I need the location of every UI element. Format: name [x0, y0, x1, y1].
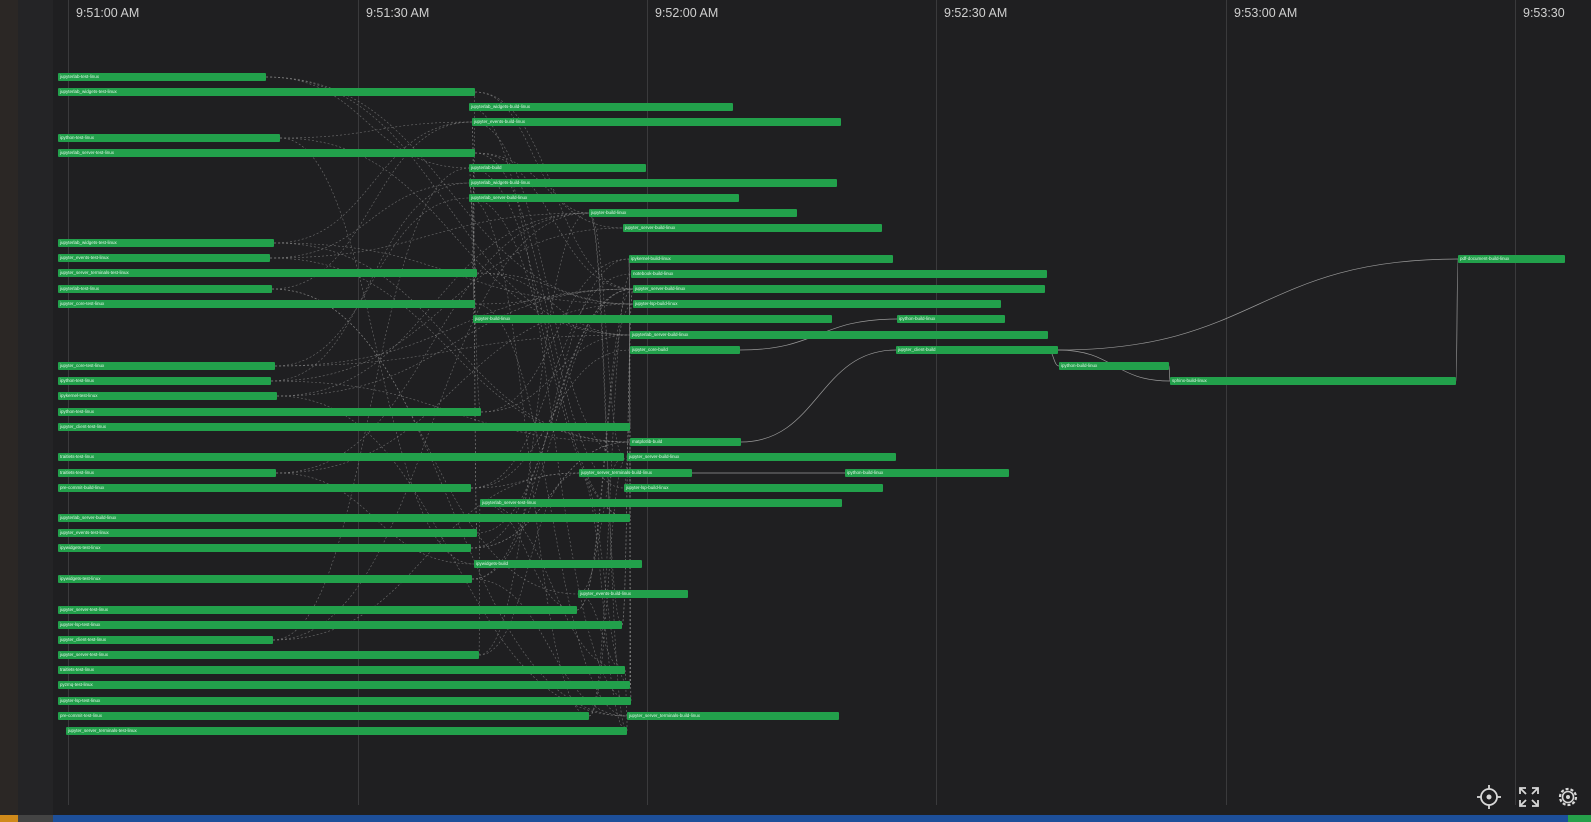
status-bar-left-segment: [0, 815, 18, 822]
job-bar[interactable]: jupyter_server-test-linux: [58, 606, 577, 614]
job-bar[interactable]: jupyter_server-build-linux: [633, 285, 1045, 293]
time-grid-line: [68, 0, 69, 805]
job-bar[interactable]: jupyterlab_widgets-test-linux: [58, 239, 274, 247]
job-bar[interactable]: jupyterlab_widgets-test-linux: [58, 88, 475, 96]
job-bar[interactable]: jupyter_events-test-linux: [58, 254, 270, 262]
job-bar[interactable]: jupyter_server-build-linux: [627, 453, 896, 461]
status-bar: [0, 815, 1591, 822]
time-label: 9:51:30 AM: [366, 6, 430, 20]
time-label: 9:52:30 AM: [944, 6, 1008, 20]
job-bar[interactable]: jupyter_events-build-linux: [578, 590, 688, 598]
job-bar[interactable]: jupyterlab-build: [469, 164, 646, 172]
job-bar[interactable]: jupyter-lsp-build-linux: [624, 484, 883, 492]
crosshair-icon[interactable]: [1476, 784, 1502, 810]
job-bar[interactable]: ipywidgets-test-linux: [58, 544, 471, 552]
job-bar[interactable]: ipython-test-linux: [58, 134, 280, 142]
job-bar[interactable]: ipykernel-test-linux: [58, 392, 277, 400]
job-bar[interactable]: ipython-build-linux: [845, 469, 1009, 477]
job-bar[interactable]: matplotlib-build: [630, 438, 741, 446]
job-bar[interactable]: jupyterlab_widgets-build-linux: [469, 179, 837, 187]
job-bar[interactable]: jupyter_server_terminals-build-linux: [579, 469, 692, 477]
job-bar[interactable]: ipython-test-linux: [58, 408, 481, 416]
job-bar[interactable]: jupyter-build-linux: [589, 209, 797, 217]
time-grid-line: [647, 0, 648, 805]
status-bar-gutter-segment: [18, 815, 53, 822]
job-bar[interactable]: jupyter_client-test-linux: [58, 423, 630, 431]
time-label: 9:52:00 AM: [655, 6, 719, 20]
job-bar[interactable]: traitlets-test-linux: [58, 469, 276, 477]
status-bar-right-segment: [1568, 815, 1591, 822]
job-bar[interactable]: jupyterlab_widgets-build-linux: [469, 103, 733, 111]
time-grid-line: [1226, 0, 1227, 805]
job-bar[interactable]: jupyter_events-test-linux: [58, 529, 477, 537]
job-bar[interactable]: jupyter_server-test-linux: [58, 651, 479, 659]
time-label: 9:53:00 AM: [1234, 6, 1298, 20]
time-grid-line: [936, 0, 937, 805]
job-bar[interactable]: traitlets-test-linux: [58, 666, 625, 674]
job-bar[interactable]: jupyterlab_server-build-linux: [630, 331, 1048, 339]
job-bar[interactable]: jupyter_events-build-linux: [472, 118, 841, 126]
job-bar[interactable]: ipython-build-linux: [897, 315, 1005, 323]
job-bar[interactable]: ipykernel-build-linux: [629, 255, 893, 263]
job-bar[interactable]: jupyter_server_terminals-test-linux: [66, 727, 627, 735]
job-bar[interactable]: jupyter_server_terminals-test-linux: [58, 269, 477, 277]
job-bar[interactable]: jupyter_client-build: [896, 346, 1058, 354]
job-bar[interactable]: jupyter-lsp-test-linux: [58, 697, 631, 705]
time-label: 9:51:00 AM: [76, 6, 140, 20]
left-edge-strip: [0, 0, 18, 822]
job-bar[interactable]: ipython-test-linux: [58, 377, 271, 385]
job-bar[interactable]: jupyterlab_server-test-linux: [58, 149, 475, 157]
job-bar[interactable]: jupyter_client-test-linux: [58, 636, 273, 644]
job-bar[interactable]: jupyterlab-test-linux: [58, 73, 266, 81]
job-bar[interactable]: jupyterlab_server-build-linux: [58, 514, 630, 522]
job-bar[interactable]: jupyter_core-test-linux: [58, 300, 475, 308]
gear-icon[interactable]: [1555, 784, 1581, 810]
job-bar[interactable]: ipywidgets-build: [474, 560, 642, 568]
job-bar[interactable]: pre-commit-build-linux: [58, 484, 471, 492]
timeline-gutter: [18, 0, 53, 815]
job-bar[interactable]: ipywidgets-test-linux: [58, 575, 472, 583]
time-grid-line: [1515, 0, 1516, 805]
time-label: 9:53:30: [1523, 6, 1565, 20]
job-bar[interactable]: traitlets-test-linux: [58, 453, 624, 461]
job-bar[interactable]: jupyterlab_server-test-linux: [480, 499, 842, 507]
job-bar[interactable]: ipython-build-linux: [1059, 362, 1169, 370]
job-bar[interactable]: jupyter_core-test-linux: [58, 362, 275, 370]
job-bar[interactable]: jupyter_core-build: [630, 346, 740, 354]
job-bar[interactable]: pdf-document-build-linux: [1458, 255, 1565, 263]
expand-icon[interactable]: [1516, 784, 1542, 810]
job-bar[interactable]: pyzmq-test-linux: [58, 681, 630, 689]
job-bar[interactable]: notebook-build-linux: [631, 270, 1047, 278]
job-bar[interactable]: jupyter_server_terminals-build-linux: [627, 712, 839, 720]
job-bar[interactable]: jupyterlab_server-build-linux: [469, 194, 739, 202]
job-bar[interactable]: jupyter-lsp-test-linux: [58, 621, 622, 629]
job-bar[interactable]: jupyter-lsp-build-linux: [633, 300, 1001, 308]
job-bar[interactable]: jupyter-build-linux: [473, 315, 832, 323]
job-bar[interactable]: jupyter_server-build-linux: [623, 224, 882, 232]
job-bar[interactable]: sphinx-build-linux: [1170, 377, 1456, 385]
job-bar[interactable]: jupyterlab-test-linux: [58, 285, 272, 293]
job-bar[interactable]: pre-commit-test-linux: [58, 712, 589, 720]
